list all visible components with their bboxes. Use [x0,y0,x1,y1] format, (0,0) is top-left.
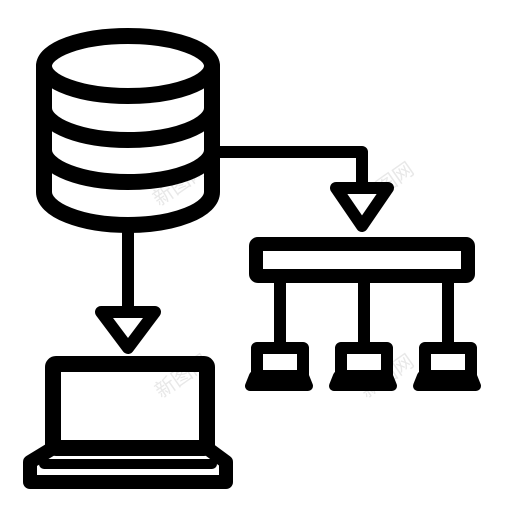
network-hub-icon [249,237,475,354]
laptop-icon [23,356,233,489]
connector-line [206,146,368,194]
arrow-down-icon [330,182,394,232]
device-icon [413,342,481,391]
device-icon [245,342,313,391]
arrow-down-icon [95,306,161,354]
database-icon [36,28,220,233]
device-icon [329,342,397,391]
